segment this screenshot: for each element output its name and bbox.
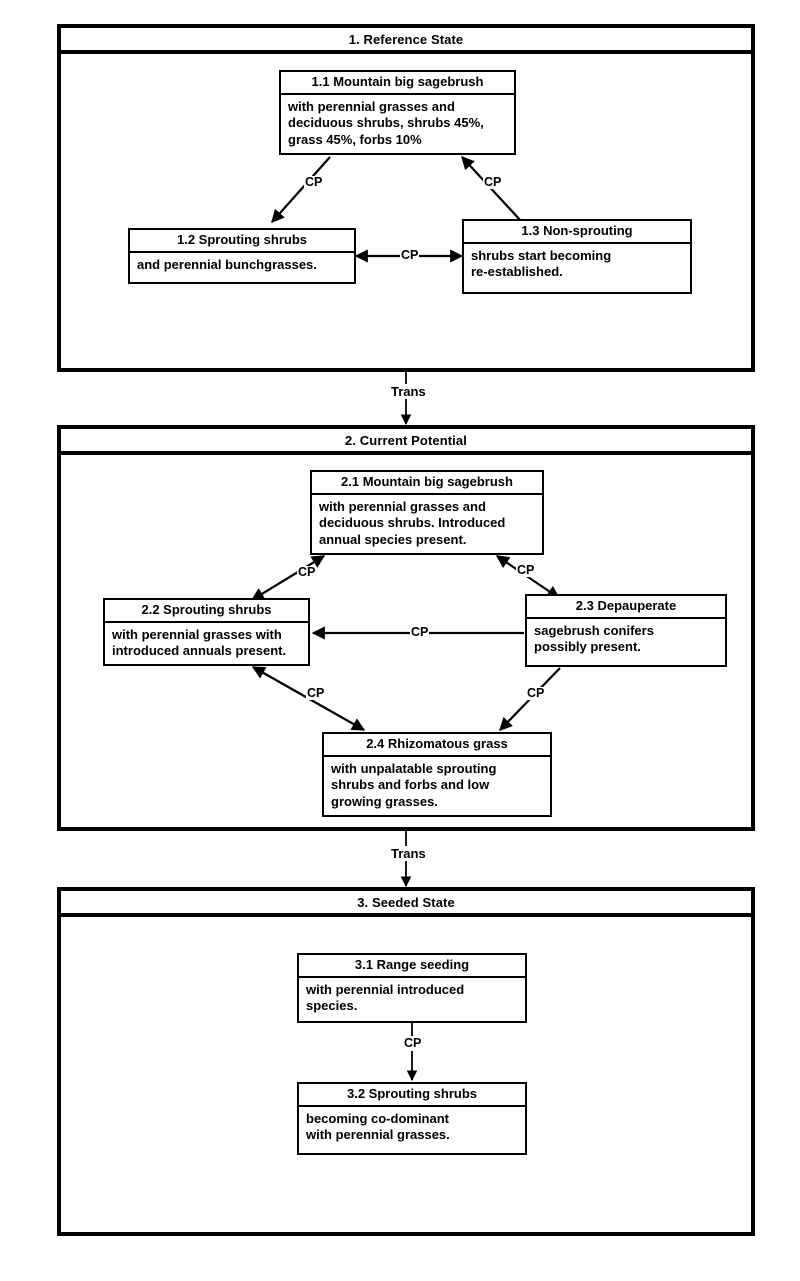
state-header-2: 2. Current Potential	[61, 429, 751, 455]
community-desc-2-1: with perennial grasses and deciduous shr…	[319, 498, 506, 547]
edge-label-2-3-to-2-4: CP	[526, 686, 546, 700]
community-title-2-1: 2.1 Mountain big sagebrush	[312, 472, 542, 495]
transition-label-1-to-2: Trans	[388, 385, 429, 398]
community-box-2-3[interactable]: 2.3 Depauperate sagebrush conifers possi…	[525, 594, 727, 667]
community-title-1-3: 1.3 Non-sprouting	[464, 221, 690, 244]
community-desc-3-1: with perennial introduced species.	[306, 981, 465, 1014]
community-box-3-1[interactable]: 3.1 Range seeding with perennial introdu…	[297, 953, 527, 1023]
community-title-3-2: 3.2 Sprouting shrubs	[299, 1084, 525, 1107]
state-title-2: 2. Current Potential	[345, 432, 467, 448]
community-box-1-1[interactable]: 1.1 Mountain big sagebrush with perennia…	[279, 70, 516, 155]
community-desc-2-3: sagebrush conifers possibly present.	[534, 622, 654, 655]
community-title-2-3: 2.3 Depauperate	[527, 596, 725, 619]
community-box-2-2[interactable]: 2.2 Sprouting shrubs with perennial gras…	[103, 598, 310, 666]
community-title-1-1: 1.1 Mountain big sagebrush	[281, 72, 514, 95]
edge-label-2-3-to-2-2: CP	[410, 625, 430, 639]
state-title-1: 1. Reference State	[348, 31, 464, 47]
community-desc-3-2: becoming co-dominant with perennial gras…	[306, 1110, 450, 1143]
community-desc-2-2: with perennial grasses with introduced a…	[112, 626, 287, 659]
edge-label-3-1-to-3-2: CP	[403, 1036, 423, 1050]
community-box-1-2[interactable]: 1.2 Sprouting shrubs and perennial bunch…	[128, 228, 356, 284]
community-desc-1-2: and perennial bunchgrasses.	[137, 256, 317, 272]
community-desc-1-1: with perennial grasses and deciduous shr…	[288, 98, 484, 147]
edge-label-1-3-to-1-1: CP	[483, 175, 503, 189]
transition-label-2-to-3: Trans	[388, 847, 429, 860]
edge-label-1-2-to-1-3: CP	[400, 248, 420, 262]
community-box-2-4[interactable]: 2.4 Rhizomatous grass with unpalatable s…	[322, 732, 552, 817]
state-header-1: 1. Reference State	[61, 28, 751, 54]
community-box-1-3[interactable]: 1.3 Non-sprouting shrubs start becoming …	[462, 219, 692, 294]
edge-label-2-2-to-2-4: CP	[306, 686, 326, 700]
community-title-3-1: 3.1 Range seeding	[299, 955, 525, 978]
community-title-2-2: 2.2 Sprouting shrubs	[105, 600, 308, 623]
community-box-3-2[interactable]: 3.2 Sprouting shrubs becoming co-dominan…	[297, 1082, 527, 1155]
community-desc-2-4: with unpalatable sprouting shrubs and fo…	[331, 760, 497, 809]
state-panel-seeded-state: 3. Seeded State	[57, 887, 755, 1236]
community-title-1-2: 1.2 Sprouting shrubs	[130, 230, 354, 253]
edge-label-2-1-to-2-3: CP	[516, 563, 536, 577]
state-panel-reference-state: 1. Reference State	[57, 24, 755, 372]
edge-label-1-1-to-1-2: CP	[304, 175, 324, 189]
edge-label-2-1-to-2-2: CP	[297, 565, 317, 579]
state-title-3: 3. Seeded State	[357, 894, 455, 910]
community-box-2-1[interactable]: 2.1 Mountain big sagebrush with perennia…	[310, 470, 544, 555]
community-title-2-4: 2.4 Rhizomatous grass	[324, 734, 550, 757]
state-header-3: 3. Seeded State	[61, 891, 751, 917]
community-desc-1-3: shrubs start becoming re-established.	[471, 247, 612, 280]
